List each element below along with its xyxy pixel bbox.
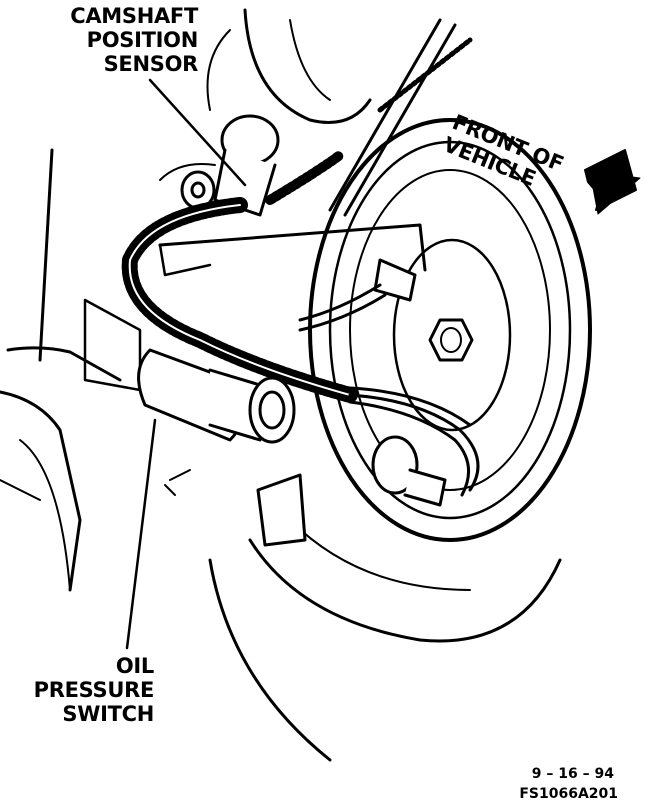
oil-label-line-2: PRESSURE <box>33 678 155 702</box>
drive-belt <box>328 18 473 217</box>
crankshaft-pulley <box>308 118 592 542</box>
camshaft-sensor-leader <box>148 78 247 187</box>
cam-label-line-1: CAMSHAFT <box>70 4 198 28</box>
cam-label-line-3: SENSOR <box>103 52 199 76</box>
lower-pulley <box>208 519 562 762</box>
engine-block <box>0 148 142 592</box>
oil-pressure-switch-label: OIL PRESSURE SWITCH <box>2 654 155 726</box>
oil-switch-leader <box>125 418 157 650</box>
camshaft-position-sensor-label: CAMSHAFT POSITION SENSOR <box>62 4 198 76</box>
pulley-bolt <box>428 318 474 362</box>
oil-label-line-3: SWITCH <box>62 702 154 726</box>
figure-date: 9 – 16 – 94 <box>531 766 614 782</box>
wiring-harness <box>121 150 480 497</box>
upper-pulley <box>206 8 372 124</box>
cam-label-line-2: POSITION <box>86 28 199 52</box>
oil-label-line-1: OIL <box>115 654 154 678</box>
oil-pressure-switch <box>137 348 447 547</box>
figure-id: FS1066A201 <box>519 786 618 802</box>
